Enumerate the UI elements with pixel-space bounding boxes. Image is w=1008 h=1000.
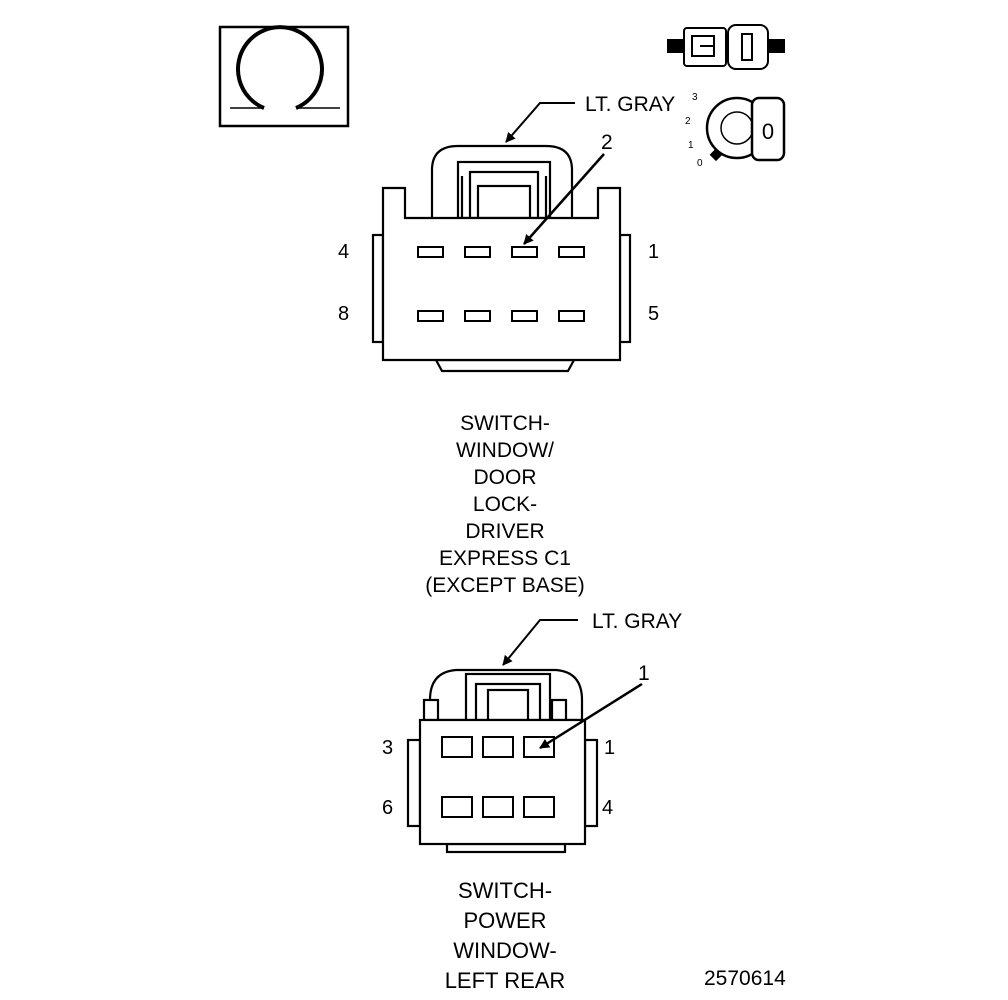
ignition-key-icon xyxy=(705,96,786,162)
connector1-caption-line: DOOR xyxy=(473,466,537,489)
ignition-position-3: 3 xyxy=(692,92,698,103)
connector2-pin-label-top-right: 1 xyxy=(604,737,615,759)
connector2-pin-callout-arrow xyxy=(539,682,643,750)
connector1-callout-pin: 2 xyxy=(601,131,613,154)
ignition-key-label: 0 xyxy=(762,119,774,144)
connector2-pin-label-bottom-right: 4 xyxy=(602,797,613,819)
connector-pair-icon xyxy=(667,24,785,70)
connector2-caption: SWITCH- POWER WINDOW- LEFT REAR xyxy=(390,876,620,996)
circular-arrow-icon xyxy=(218,25,350,128)
connector2-caption-line: LEFT REAR xyxy=(444,968,566,993)
connector2-callout-pin: 1 xyxy=(638,662,650,685)
connector1-color-leader xyxy=(505,102,575,143)
ignition-position-0: 0 xyxy=(697,158,703,169)
connector1-pin-label-top-right: 1 xyxy=(648,241,659,263)
connector1-pin-label-top-left: 4 xyxy=(338,241,349,263)
connector1-pin-callout-arrow xyxy=(523,153,605,245)
connector1-caption-line: (EXCEPT BASE) xyxy=(425,574,585,597)
connector1-pins xyxy=(417,246,585,322)
connector1-caption-line: SWITCH- xyxy=(460,412,550,435)
connector1-caption-line: WINDOW/ xyxy=(456,439,554,462)
connector1-caption-line: EXPRESS C1 xyxy=(439,547,571,570)
connector1-caption-line: DRIVER xyxy=(465,520,545,543)
ignition-position-2: 2 xyxy=(685,116,691,127)
connector2-pin-label-top-left: 3 xyxy=(382,737,393,759)
ignition-position-1: 1 xyxy=(688,140,694,151)
connector2-caption-line: POWER xyxy=(463,908,547,933)
connector2-color-leader xyxy=(502,619,578,666)
connector1-caption: SWITCH- WINDOW/ DOOR LOCK- DRIVER EXPRES… xyxy=(380,410,630,599)
connector2-caption-line: SWITCH- xyxy=(457,878,553,903)
connector2-body xyxy=(406,668,599,854)
connector1-pin-label-bottom-left: 8 xyxy=(338,303,349,325)
connector2-caption-line: WINDOW- xyxy=(453,938,557,963)
connector1-body xyxy=(371,144,632,373)
figure-number: 2570614 xyxy=(704,967,786,990)
connector2-pin-label-bottom-left: 6 xyxy=(382,797,393,819)
connector1-color-label: LT. GRAY xyxy=(585,93,675,116)
connector1-pin-label-bottom-right: 5 xyxy=(648,303,659,325)
connector1-caption-line: LOCK- xyxy=(472,493,538,516)
connector2-color-label: LT. GRAY xyxy=(592,610,682,633)
